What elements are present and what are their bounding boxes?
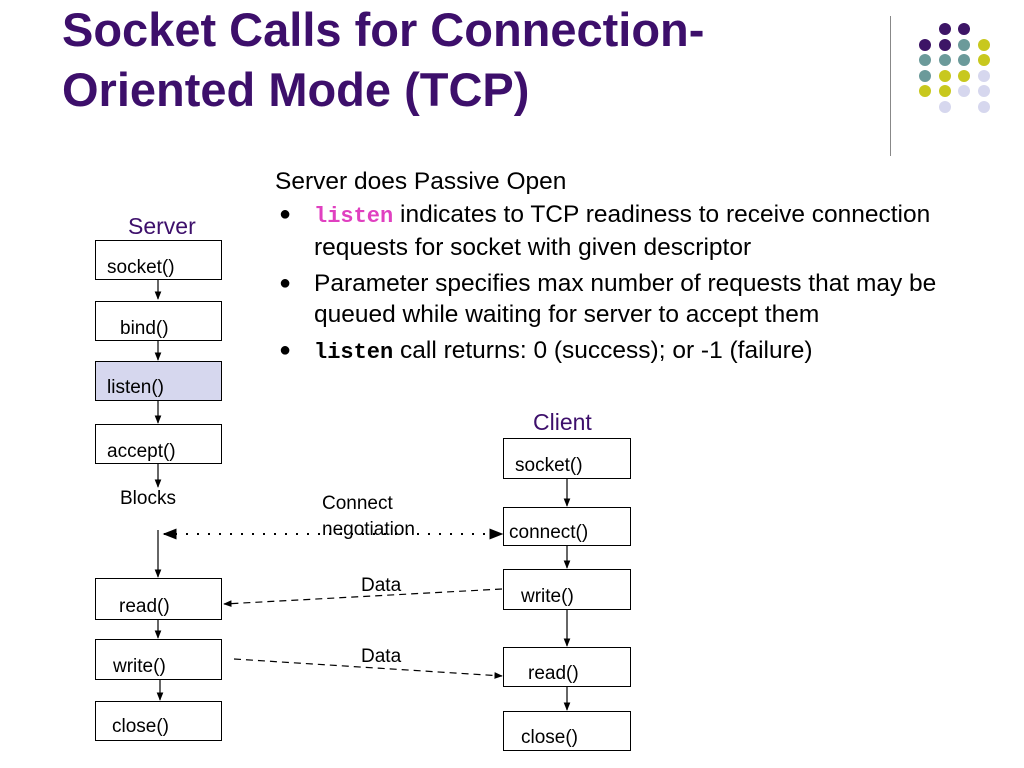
client-close-label: close() [521,727,579,748]
bullet-item-2: ● Parameter specifies max number of requ… [275,268,1015,330]
server-label: Server [128,213,196,239]
server-listen-box: listen() [95,361,222,401]
decorative-dot [938,54,951,66]
negotiation-label: negotiation [322,519,415,540]
decorative-dot [938,38,951,51]
decorative-dot [938,23,951,35]
decorative-dot [958,69,970,82]
client-close-box: close() [503,711,631,751]
client-label: Client [533,409,592,435]
data-label-1: Data [361,575,402,596]
decorative-dot [938,69,951,82]
intro-text: Server does Passive Open [275,168,567,195]
code-listen: listen [314,204,394,229]
code-listen: listen [314,340,394,365]
bullet-text: Parameter specifies max number of reques… [314,270,937,328]
title-line-1: Socket Calls for Connection- [62,3,705,56]
title-line-2: Oriented Mode (TCP) [62,63,530,116]
server-accept-label: accept() [107,441,176,462]
decorative-dot [919,54,931,66]
server-close-box: close() [95,701,222,741]
server-accept-box: accept() [95,424,222,464]
decorative-dot [958,38,970,51]
decorative-dot [977,54,990,66]
decorative-dot [977,100,990,113]
bullet-dot-icon: ● [279,272,292,294]
data-arrow-client-to-server [223,588,503,607]
page-title: Socket Calls for Connection- Oriented Mo… [62,0,862,120]
decorative-dot [977,38,990,51]
server-bind-label: bind() [120,318,169,339]
title-divider [890,16,891,156]
server-socket-label: socket() [107,257,175,278]
client-write-label: write() [521,586,574,607]
decorative-dot [977,85,990,97]
connect-label: Connect [322,493,393,514]
client-socket-box: socket() [503,438,631,479]
client-connect-box: connect() [503,507,631,546]
server-write-label: write() [113,656,166,677]
decorative-dot [938,85,951,97]
client-connect-label: connect() [509,522,589,543]
server-read-box: read() [95,578,222,620]
bullet-text: call returns: 0 (success); or -1 (failur… [393,337,813,364]
decorative-dot [919,69,931,82]
bullet-list: ● listen indicates to TCP readiness to r… [275,199,1015,368]
bullet-item-1: ● listen indicates to TCP readiness to r… [275,199,1015,263]
decorative-dot [958,54,970,66]
decorative-dot [938,100,951,113]
client-read-box: read() [503,647,631,687]
bullet-section: Server does Passive Open ● listen indica… [275,166,1015,373]
server-socket-box: socket() [95,240,222,280]
bullet-dot-icon: ● [279,339,292,361]
decorative-dot [958,23,970,35]
bullet-text: indicates to TCP readiness to receive co… [314,201,931,261]
client-read-label: read() [528,663,579,684]
client-write-box: write() [503,569,631,610]
bullet-dot-icon: ● [279,203,292,225]
server-write-box: write() [95,639,222,680]
decorative-dot [977,69,990,82]
server-listen-label: listen() [107,377,165,398]
server-bind-box: bind() [95,301,222,341]
blocks-label: Blocks [120,488,176,509]
client-socket-label: socket() [515,455,583,476]
decorative-dot [958,85,970,97]
server-read-label: read() [119,596,170,617]
decorative-dot [919,85,931,97]
data-label-2: Data [361,646,402,667]
decorative-dot [919,38,931,51]
data-arrow-server-to-client [233,658,503,679]
server-close-label: close() [112,716,170,737]
bullet-item-3: ● listen call returns: 0 (success); or -… [275,335,1015,368]
